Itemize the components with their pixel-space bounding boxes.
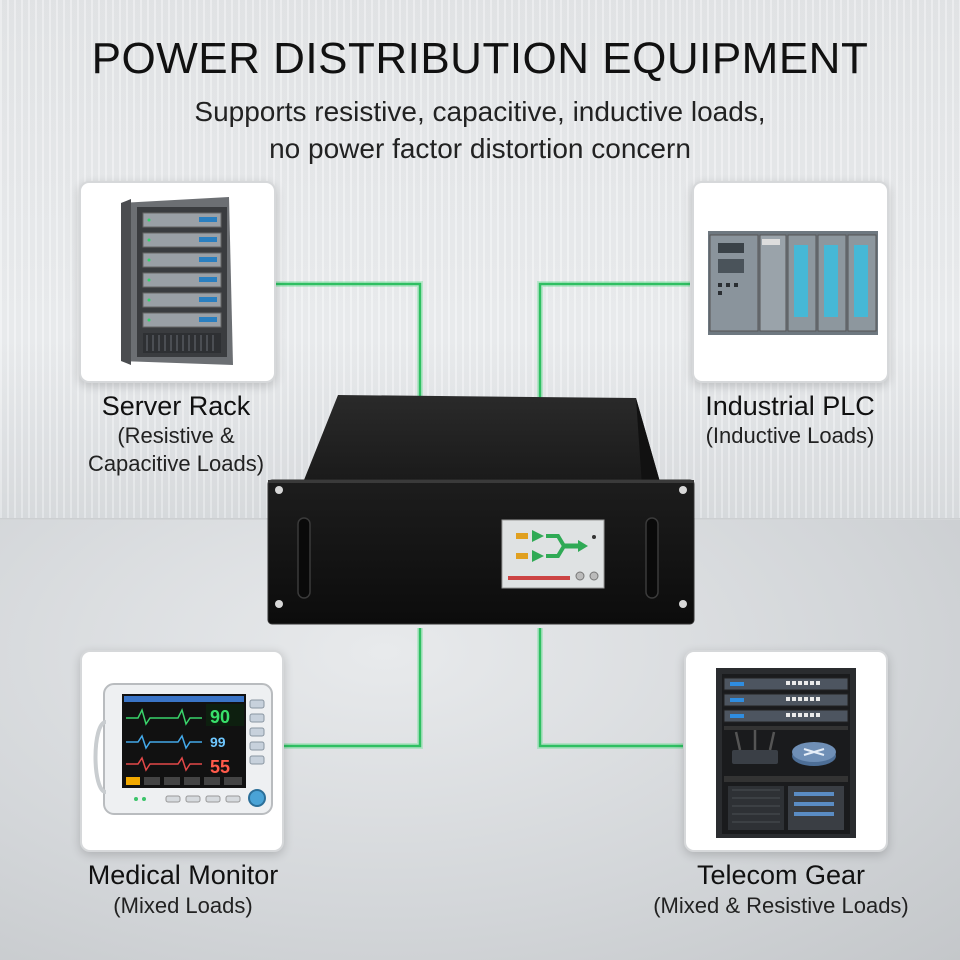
connector-server	[274, 282, 422, 400]
device-load-medical-monitor: (Mixed Loads)	[113, 893, 253, 918]
device-load-industrial-plc: (Inductive Loads)	[705, 423, 875, 448]
monitor-spo2-value: 99	[210, 734, 226, 750]
connector-plc	[538, 282, 690, 400]
telecom-rack-icon	[716, 668, 856, 838]
connector-medical	[282, 628, 422, 748]
plc-icon	[708, 231, 878, 335]
device-load-server-rack-1: (Resistive &	[117, 423, 235, 448]
device-name-medical-monitor: Medical Monitor	[87, 860, 279, 890]
server-rack-icon	[121, 197, 233, 365]
device-name-telecom-gear: Telecom Gear	[696, 860, 866, 890]
device-load-telecom-gear: (Mixed & Resistive Loads)	[653, 893, 909, 918]
monitor-hr-value: 90	[210, 707, 230, 727]
device-name-server-rack: Server Rack	[101, 391, 251, 421]
power-distribution-unit	[267, 395, 695, 625]
telecom-gear-card	[684, 650, 888, 852]
medical-monitor-icon: 90 99 55	[93, 683, 273, 815]
page-title: POWER DISTRIBUTION EQUIPMENT	[91, 34, 869, 83]
subtitle-line-1: Supports resistive, capacitive, inductiv…	[194, 96, 766, 127]
server-rack-card	[79, 181, 276, 383]
device-load-server-rack-2: Capacitive Loads)	[87, 451, 265, 476]
medical-monitor-card: 90 99 55	[80, 650, 284, 852]
subtitle-line-2: no power factor distortion concern	[269, 133, 691, 164]
monitor-resp-value: 55	[210, 757, 230, 777]
plc-card	[692, 181, 889, 383]
connector-telecom	[538, 628, 683, 748]
device-name-industrial-plc: Industrial PLC	[705, 391, 875, 421]
front-label-plate	[501, 519, 605, 589]
